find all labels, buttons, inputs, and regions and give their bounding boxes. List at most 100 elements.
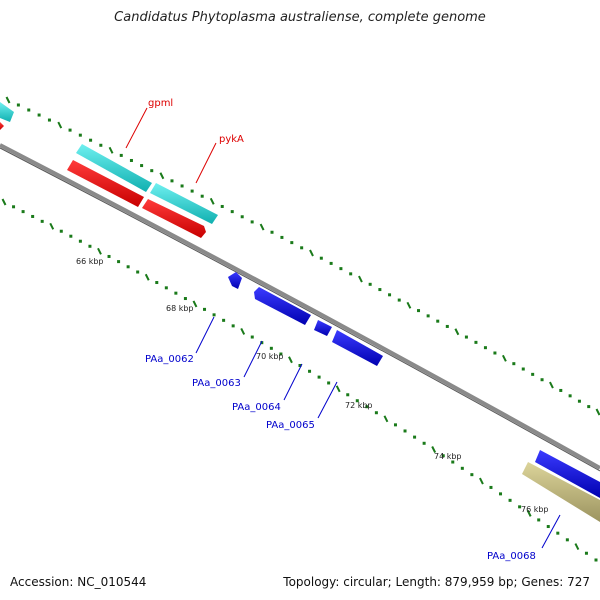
tick-mark-major	[259, 223, 265, 231]
tick-mark-minor	[489, 485, 493, 489]
tick-mark-minor	[531, 372, 535, 376]
tick-mark-minor	[474, 340, 478, 344]
tick-mark-minor	[68, 128, 72, 132]
tick-mark-minor	[300, 246, 304, 250]
gene-PAa_0062-bar[interactable]	[228, 272, 242, 289]
tick-mark-minor	[290, 241, 294, 245]
gene-gpml-bar[interactable]	[76, 144, 152, 192]
tick-mark-major	[5, 96, 11, 104]
tick-mark-major	[358, 275, 363, 283]
inner-tick-ring	[1, 198, 598, 562]
tick-mark-minor	[47, 118, 51, 122]
tick-mark-minor	[445, 324, 449, 328]
tick-mark-major	[549, 381, 554, 389]
tick-mark-minor	[203, 307, 207, 311]
tick-mark-minor	[99, 143, 103, 147]
tick-mark-major	[49, 222, 55, 230]
genome-summary-text: Topology: circular; Length: 879,959 bp; …	[283, 575, 590, 589]
tick-mark-major	[383, 415, 389, 423]
gene-PAa_0064-bar[interactable]	[314, 320, 332, 336]
label-gpml[interactable]: gpml	[148, 98, 173, 109]
tick-mark-major	[501, 354, 507, 362]
tick-mark-minor	[388, 293, 392, 297]
tick-mark-major	[406, 301, 412, 309]
tick-mark-minor	[31, 214, 35, 218]
tick-mark-minor	[280, 235, 284, 239]
tick-mark-minor	[270, 230, 274, 234]
tick-mark-minor	[508, 498, 512, 502]
tick-mark-minor	[230, 210, 234, 214]
tick-mark-minor	[413, 435, 417, 439]
genome-backbone	[0, 143, 600, 470]
gene-PAa_0063-bar[interactable]	[254, 287, 311, 325]
tick-mark-minor	[546, 525, 550, 529]
tick-mark-minor	[584, 551, 588, 555]
tick-mark-minor	[317, 375, 321, 379]
gene-PAa_0068-bar[interactable]	[535, 450, 600, 498]
tick-mark-minor	[183, 297, 187, 301]
tick-mark-minor	[231, 324, 235, 328]
tick-mark-minor	[155, 281, 159, 285]
tick-mark-minor	[464, 335, 468, 339]
gene-gpml-bar[interactable]	[0, 102, 14, 122]
gpml-connector	[125, 107, 148, 149]
label-PAa_0063[interactable]: PAa_0063	[192, 378, 241, 389]
scale-label-68: 68 kbp	[166, 304, 194, 313]
gene-pykA-bar[interactable]	[150, 183, 218, 224]
gene-PAa_0068-tan-bar[interactable]	[522, 462, 600, 522]
gene-red-bar[interactable]	[67, 160, 144, 207]
scale-label-76: 76 kbp	[521, 505, 549, 514]
gene-red-bar[interactable]	[142, 199, 206, 238]
genome-backbone-shadow	[0, 147, 600, 472]
pykA-connector	[195, 142, 217, 184]
tick-mark-minor	[422, 441, 426, 445]
tick-mark-minor	[89, 138, 93, 142]
scale-label-74: 74 kbp	[434, 452, 462, 461]
tick-mark-major	[209, 197, 215, 205]
tick-mark-minor	[565, 538, 569, 542]
label-PAa_0062[interactable]: PAa_0062	[145, 354, 194, 365]
tick-mark-major	[57, 121, 63, 129]
tick-mark-minor	[164, 286, 168, 290]
tick-mark-minor	[174, 291, 178, 295]
gene-red-bar[interactable]	[0, 122, 4, 130]
tick-mark-minor	[269, 346, 273, 350]
tick-mark-minor	[403, 429, 407, 433]
tick-mark-minor	[319, 256, 323, 260]
tick-mark-minor	[521, 367, 525, 371]
tick-mark-minor	[117, 260, 121, 264]
tick-mark-minor	[240, 215, 244, 219]
tick-mark-minor	[346, 393, 350, 397]
tick-mark-minor	[107, 254, 111, 258]
gene-PAa_0065-bar[interactable]	[332, 330, 383, 366]
tick-mark-major	[574, 543, 580, 550]
tick-mark-minor	[556, 531, 560, 535]
tick-mark-minor	[180, 184, 184, 188]
label-PAa_0065[interactable]: PAa_0065	[266, 420, 315, 431]
tick-mark-minor	[279, 352, 283, 356]
tick-mark-minor	[40, 219, 44, 223]
tick-mark-minor	[140, 164, 144, 168]
tick-mark-minor	[16, 103, 20, 107]
tick-mark-major	[595, 408, 600, 416]
tick-mark-minor	[220, 204, 224, 208]
tick-mark-major	[288, 356, 293, 364]
label-PAa_0068[interactable]: PAa_0068	[487, 551, 536, 562]
tick-mark-minor	[540, 378, 544, 382]
tick-mark-minor	[460, 466, 464, 470]
tick-mark-major	[454, 328, 460, 336]
tick-mark-minor	[365, 405, 369, 409]
PAa_0065-connector	[317, 381, 338, 419]
label-PAa_0064[interactable]: PAa_0064	[232, 402, 281, 413]
tick-mark-minor	[470, 473, 474, 477]
tick-mark-minor	[587, 405, 591, 409]
label-pykA[interactable]: pykA	[219, 134, 244, 145]
tick-mark-minor	[436, 319, 440, 323]
tick-mark-minor	[37, 113, 41, 117]
tick-mark-minor	[393, 423, 397, 427]
tick-mark-minor	[170, 179, 174, 183]
tick-mark-minor	[136, 270, 140, 274]
tick-mark-minor	[355, 399, 359, 403]
tick-mark-minor	[426, 314, 430, 318]
